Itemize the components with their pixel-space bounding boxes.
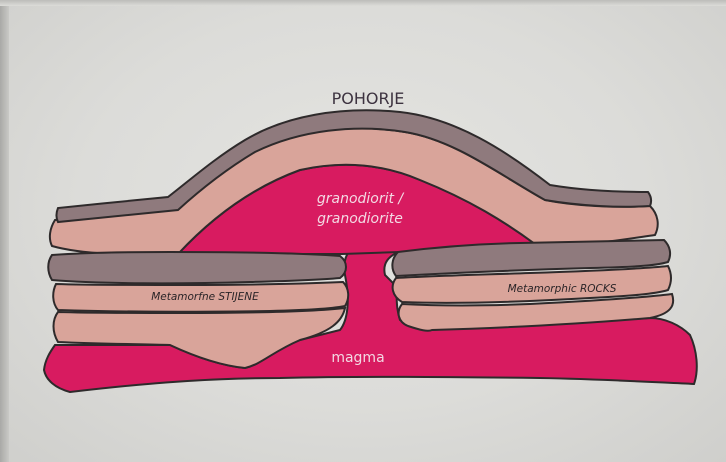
left-dark-band	[48, 252, 346, 283]
diagram-title: POHORJE	[332, 89, 405, 108]
core-label-line2: granodiorite	[317, 211, 403, 227]
magma-label: magma	[331, 350, 384, 366]
right-rocks-label: Metamorphic ROCKS	[508, 283, 617, 295]
core-label-line1: granodiorit /	[317, 191, 405, 207]
left-rocks-label: Metamorfne STIJENE	[151, 291, 259, 303]
